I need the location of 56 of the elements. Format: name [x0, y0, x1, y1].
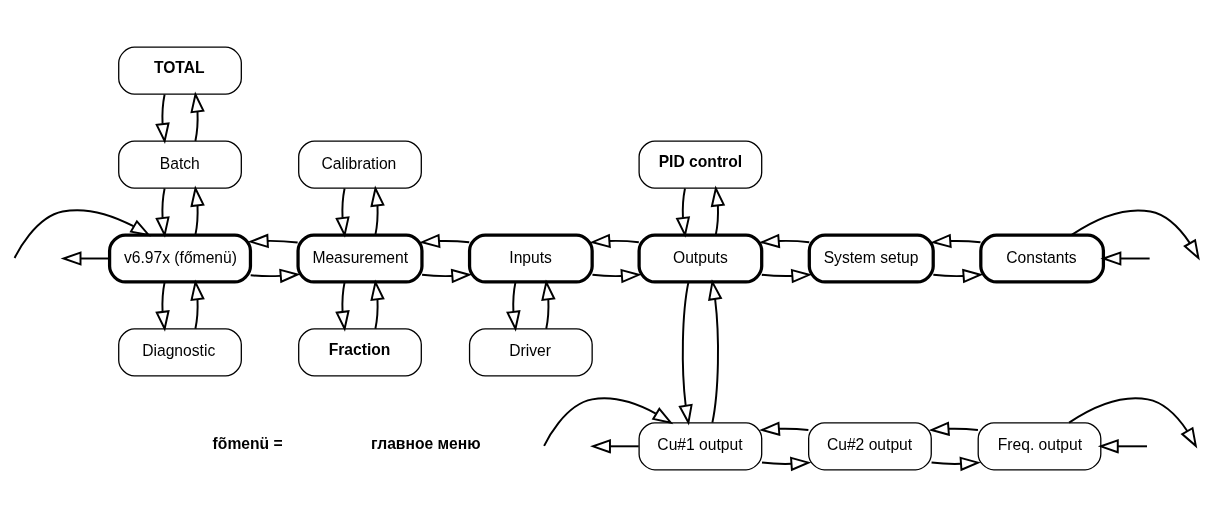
node-box: Measurement	[296, 232, 424, 284]
arrow	[60, 250, 111, 266]
arrow	[13, 208, 152, 259]
arrow	[335, 187, 350, 238]
arrow	[930, 233, 982, 248]
arrow	[708, 278, 723, 424]
arrow	[247, 233, 299, 248]
node-box: Inputs	[467, 232, 594, 284]
arrow	[758, 233, 811, 248]
arrow	[1068, 396, 1198, 448]
node-box: Fraction	[298, 327, 422, 377]
node-box: Outputs	[637, 232, 764, 284]
arrow	[678, 280, 693, 425]
node-box: Diagnostic	[118, 327, 242, 377]
arrow	[506, 280, 521, 332]
arrow	[930, 456, 981, 471]
arrow	[1100, 250, 1151, 266]
arrow	[932, 268, 984, 283]
arrow	[155, 280, 170, 332]
node-box: Batch	[118, 139, 242, 189]
arrow	[541, 278, 556, 330]
node-box: Cu#2 output	[808, 421, 932, 470]
arrow	[370, 278, 385, 330]
node-box: Freq. output	[977, 421, 1102, 470]
arrow	[591, 268, 642, 283]
node-box: System setup	[807, 232, 935, 284]
arrow	[419, 233, 471, 248]
arrow	[590, 438, 640, 454]
arrow	[1070, 209, 1200, 261]
arrow	[190, 185, 205, 236]
arrow	[761, 456, 812, 471]
arrow	[759, 420, 810, 436]
arrow	[190, 278, 205, 330]
arrow	[1097, 438, 1148, 454]
label: главное меню	[371, 434, 481, 452]
arrow	[155, 187, 170, 238]
node-box: Calibration	[298, 139, 422, 189]
node-box: Driver	[468, 327, 593, 377]
node-box: Constants	[979, 232, 1106, 284]
node-box: v6.97x (főmenü)	[107, 232, 253, 284]
arrow	[760, 268, 813, 283]
arrow	[155, 93, 170, 144]
node-box: Cu#1 output	[638, 421, 763, 470]
arrow	[249, 268, 301, 283]
arrow	[421, 268, 473, 283]
arrow	[370, 185, 385, 236]
label: fõmenü =	[212, 434, 283, 452]
arrow	[928, 420, 979, 436]
arrow	[589, 233, 640, 248]
arrow	[190, 91, 205, 142]
node-box: PID control	[638, 139, 763, 189]
arrow	[710, 185, 726, 236]
arrow	[543, 396, 674, 447]
node-box: TOTAL	[118, 46, 242, 95]
arrow	[335, 280, 350, 332]
arrow	[675, 187, 691, 238]
